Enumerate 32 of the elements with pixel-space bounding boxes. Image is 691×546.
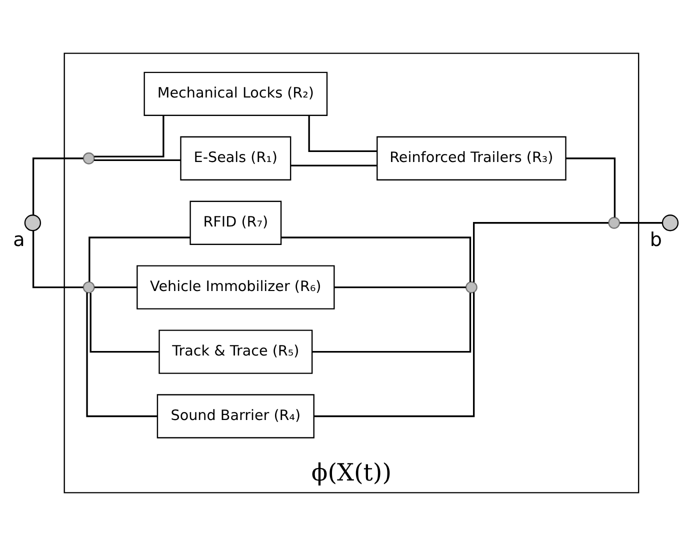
- node-box: E-Seals (R₁): [180, 136, 292, 180]
- node-box: Track & Trace (R₅): [158, 330, 313, 374]
- connector: [88, 236, 190, 282]
- connector: [312, 292, 472, 353]
- connector: [32, 158, 84, 215]
- node-box: Vehicle Immobilizer (R₆): [136, 265, 335, 310]
- node-box: Reinforced Trailers (R₃): [376, 136, 566, 180]
- connector: [90, 292, 159, 353]
- node-circle: [608, 216, 620, 229]
- connector: [620, 222, 662, 224]
- connector: [94, 286, 137, 288]
- node-label: b: [650, 228, 662, 251]
- connector: [334, 286, 466, 288]
- connector: [94, 159, 181, 162]
- node-box: RFID (R₇): [190, 200, 282, 245]
- connector: [290, 164, 377, 166]
- node-box: Mechanical Locks (R₂): [144, 72, 328, 116]
- connector: [94, 116, 164, 158]
- node-label: a: [13, 228, 25, 251]
- connector: [32, 230, 84, 288]
- connector: [566, 158, 616, 218]
- node-circle: [662, 214, 679, 232]
- node-box: Sound Barrier (R₄): [156, 394, 314, 438]
- connector: [86, 292, 158, 418]
- node-circle: [465, 281, 478, 294]
- connector: [473, 222, 608, 282]
- node-circle: [82, 281, 95, 294]
- connector: [281, 236, 472, 282]
- node-circle: [24, 214, 42, 232]
- connector: [308, 116, 377, 152]
- node-circle: [82, 152, 95, 164]
- connector: [314, 292, 475, 418]
